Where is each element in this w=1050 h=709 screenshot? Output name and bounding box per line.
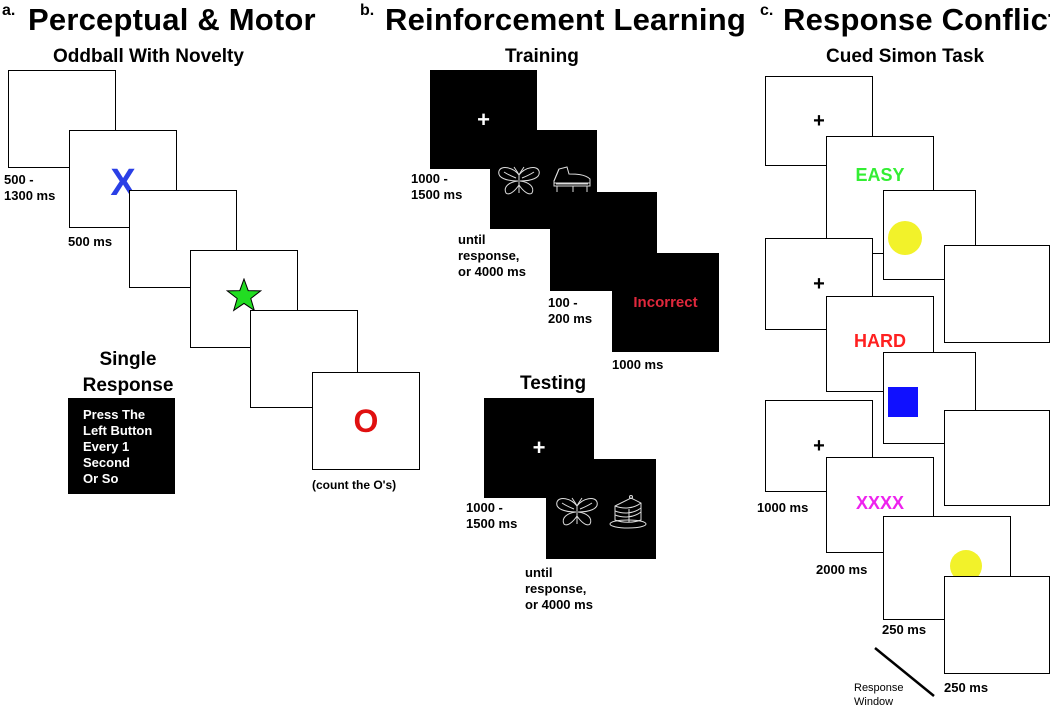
panel-a-subtitle: Oddball With Novelty [53,46,244,67]
oddball-frame-2: X [69,130,177,228]
stimulus-o: O [353,402,379,439]
feedback-text: Incorrect [633,294,698,311]
label-c-t3: 250 ms [882,622,927,637]
response-window-line [874,647,935,697]
simon-blank-frame-3 [944,576,1050,674]
label-c-t1: 1000 ms [757,500,809,515]
circle-icon [888,221,922,255]
training-frame-feedback: Incorrect [612,253,719,352]
training-heading: Training [505,46,579,67]
square-icon [888,387,918,417]
star-icon [226,278,262,312]
simon-blank-frame-1 [944,245,1050,343]
label-c-t4: 250 ms [944,680,989,695]
panel-a-letter: a. [2,2,16,19]
fixation-cross: + [477,106,490,132]
panel-c-letter: c. [760,2,774,19]
label-b-test-t1: 1000 - 1500 ms [466,500,518,531]
panel-a-title: Perceptual & Motor [28,2,316,37]
panel-c-title: Response Conflict [783,2,1050,37]
cue-easy: EASY [855,165,905,185]
label-b-t4: 1000 ms [612,357,664,372]
panel-b-title: Reinforcement Learning [385,2,746,37]
simon-fixation-2: + [813,272,825,295]
cue-neutral: XXXX [855,493,905,513]
label-c-t2: 2000 ms [816,562,868,577]
label-count: (count the O's) [312,478,397,492]
butterfly-icon [498,166,540,195]
testing-heading: Testing [520,373,587,394]
single-response-heading: Single Response [82,349,174,396]
label-response-window: Response Window [854,682,904,708]
single-response-text: Press The Left Button Every 1 Second Or … [83,407,153,486]
label-b-t1: 1000 - 1500 ms [411,171,463,202]
butterfly-icon [556,497,598,526]
panel-c-subtitle: Cued Simon Task [826,46,985,67]
single-response-box: Press The Left Button Every 1 Second Or … [68,398,175,494]
simon-fixation-1: + [813,109,825,132]
label-a-t1: 500 - 1300 ms [4,172,56,203]
testing-frame-choice [546,459,656,559]
cake-icon [609,495,647,529]
oddball-frame-6: O [312,372,420,470]
simon-blank-frame-2 [944,410,1050,506]
cue-hard: HARD [854,331,906,351]
piano-icon [553,166,591,195]
label-b-t3: 100 - 200 ms [548,295,593,326]
label-a-t2: 500 ms [68,234,113,249]
panel-b-letter: b. [360,2,375,19]
testing-fixation-cross: + [532,435,546,460]
label-b-t2: until response, or 4000 ms [458,232,526,279]
simon-fixation-3: + [813,434,825,457]
label-b-test-t2: until response, or 4000 ms [525,565,593,612]
